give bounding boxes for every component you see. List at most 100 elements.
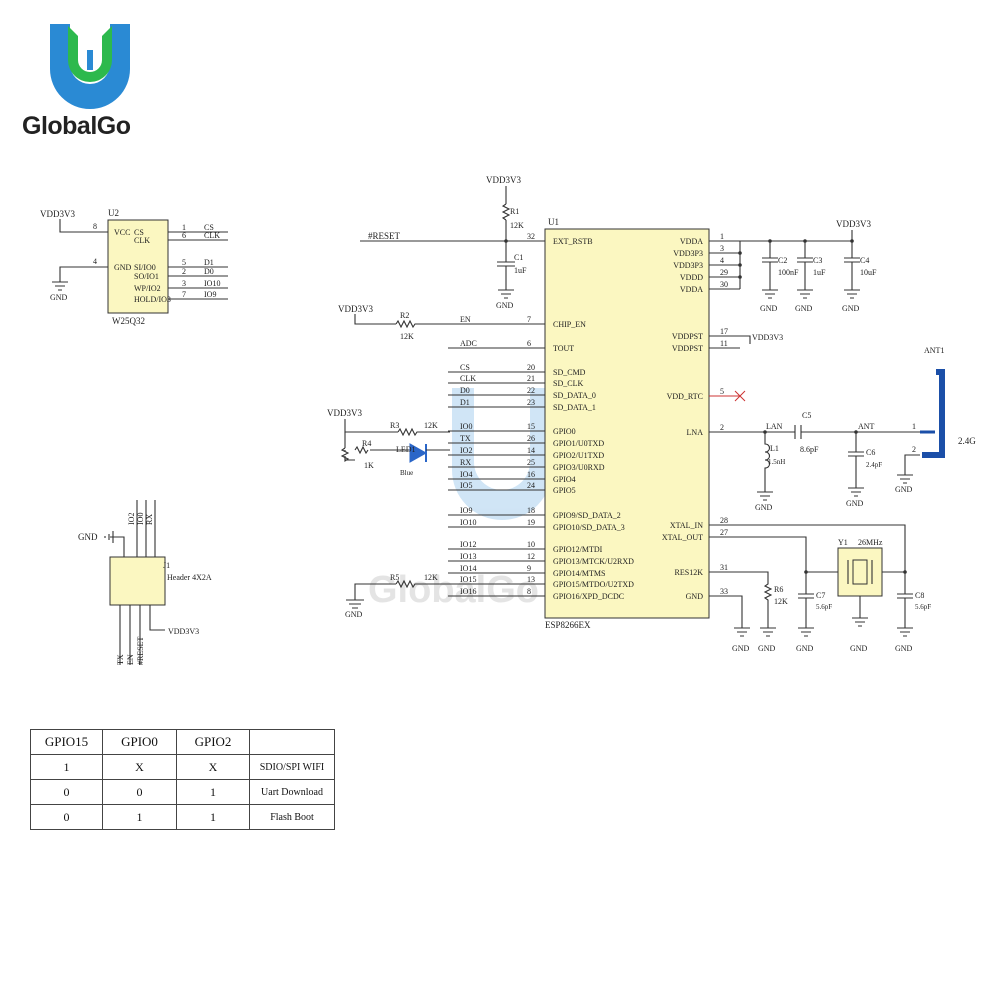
chip-left-pin-name: GPIO9/SD_DATA_2 [553,511,621,520]
chip-right-pin-num: 11 [720,339,728,348]
table-row: 0 0 1 Uart Download [30,779,335,805]
chip-right-pin-num: 30 [720,280,728,289]
cell: X [102,754,177,780]
crystal-gnd: GND [850,644,868,653]
reset-gnd: GND [496,301,514,310]
chip-right-pin-name: VDDPST [672,344,703,353]
flash-pin-num: 2 [182,267,186,276]
chip-left-pin-num: 20 [527,363,535,372]
cell: 1 [102,804,177,830]
c7-val: 5.6pF [816,603,832,611]
cell: 0 [102,779,177,805]
chip-right-pin-num: 2 [720,423,724,432]
chip-left-net: TX [460,434,471,443]
chip-left-net: IO2 [460,446,472,455]
cell-mode: Uart Download [249,779,335,805]
vdd-rtc-nc-mark [709,390,746,402]
chip-left-pin-name: GPIO4 [553,475,576,484]
r6-gnd: GND [758,644,776,653]
l1-val: 1.5nH [768,458,785,466]
chip-left-pin-num: 12 [527,552,535,561]
r1-ref: R1 [510,207,519,216]
r5-ref: R5 [390,573,399,582]
c8-ref: C8 [915,591,924,600]
chip-left-pin-name: GPIO5 [553,486,576,495]
decap-gnd: GND [842,304,860,313]
chip-right-pin-num: 29 [720,268,728,277]
rf-gnd-2: GND [846,499,864,508]
decap-ref: C3 [813,256,822,265]
chip-left-pin-name: GPIO15/MTDO/U2TXD [553,580,634,589]
flash-vcc-pin: VCC [114,228,130,237]
r2-val: 12K [400,332,414,341]
antenna-ref: ANT1 [924,346,944,355]
flash-ref: U2 [108,208,119,218]
io15-gnd: GND [345,610,363,619]
c7-gnd: GND [796,644,814,653]
chip-left-net: CS [460,363,470,372]
decap-symbol [762,241,778,299]
watermark-text: GlobalGo [368,569,539,611]
chip-left-net: IO9 [460,506,472,515]
chip-gnd: GND [732,644,750,653]
header-bottom-net: EN [126,654,135,665]
l1-ref: L1 [770,444,779,453]
chip-left-pin-name: GPIO12/MTDI [553,545,603,554]
chip-left-pin-num: 22 [527,386,535,395]
junction-dot [850,239,854,243]
flash-pin-net: CS [204,223,214,232]
header-ref: J1 [163,561,170,570]
chip-left-net: IO14 [460,564,476,573]
rf-gnd-1: GND [755,503,773,512]
flash-gnd-net: GND [50,293,68,302]
lan-net: LAN [766,422,783,431]
header-bottom-net: TX [116,654,125,665]
flash-gnd-pin: GND [114,263,132,272]
chip-left-net: D1 [460,398,470,407]
c1-val: 1uF [514,266,527,275]
c6-val: 2.4pF [866,461,882,469]
chip-left-pin-name: GPIO16/XPD_DCDC [553,592,624,601]
flash-pin-name: CS [134,228,144,237]
led-circuit: VDD3V3 R3 12K R4 1K LED1 Blue [327,408,450,477]
chip-left-pin-num: 16 [527,470,535,479]
r3-val: 12K [424,421,438,430]
flash-pin-name: SO/IO1 [134,272,159,281]
chip-left-pin-name: SD_CMD [553,368,586,377]
header-top-net: RX [145,514,154,525]
header-part: Header 4X2A [167,573,212,582]
header-gnd: GND [78,532,98,542]
chip-right-pin-name: GND [686,592,704,601]
chip-left-pin-name: GPIO2/U1TXD [553,451,604,460]
c5-val: 8.6pF [800,445,819,454]
cell: 0 [30,804,103,830]
chip-left-pin-name: SD_CLK [553,379,583,388]
esp8266-chip-u1: U1 ESP8266EX EXT_RSTB32CHIP_EN7TOUT6SD_C… [448,217,740,630]
chip-left-net: IO5 [460,481,472,490]
led-color: Blue [400,469,413,477]
en-vdd: VDD3V3 [338,304,373,314]
table-row: 1 X X SDIO/SPI WIFI [30,754,335,780]
flash-pin-net: IO9 [204,290,216,299]
chip-left-pin-name: EXT_RSTB [553,237,593,246]
junction-dot [803,239,807,243]
chip-right-pin-name: RES12K [675,568,704,577]
brand-name: GlobalGo [22,112,131,140]
chip-right-pin-name: VDD_RTC [667,392,703,401]
chip-left-net: IO10 [460,518,476,527]
flash-pin-num: 5 [182,258,186,267]
chip-left-net: RX [460,458,471,467]
flash-gnd-pin-num: 4 [93,257,97,266]
decap-ref: C2 [778,256,787,265]
r5-val: 12K [424,573,438,582]
decap-gnd: GND [760,304,778,313]
c8-gnd: GND [895,644,913,653]
chip-left-pin-num: 9 [527,564,531,573]
chip-left-pin-num: 6 [527,339,531,348]
antenna-band: 2.4G [958,436,976,446]
cell: 0 [30,779,103,805]
chip-left-pin-name: GPIO14/MTMS [553,569,605,578]
flash-pin-num: 6 [182,231,186,240]
watermark: GlobalGo [368,388,552,611]
